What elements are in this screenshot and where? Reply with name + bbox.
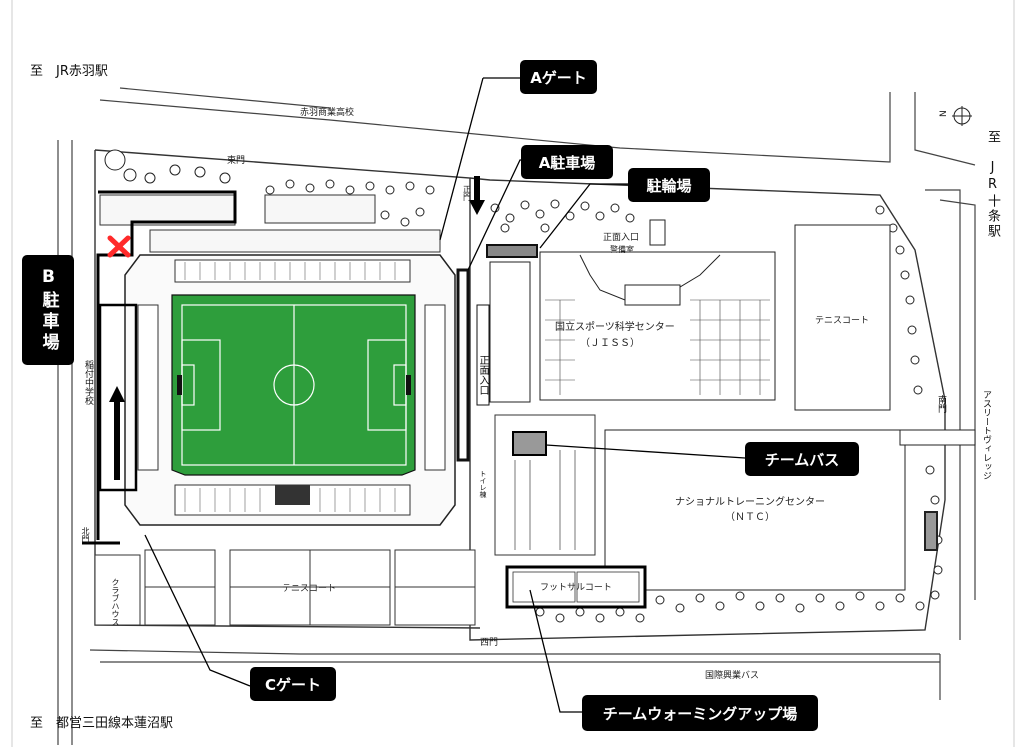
jiss-grid bbox=[545, 299, 770, 395]
jiss-abbr-label: （ＪＩＳＳ） bbox=[580, 337, 640, 349]
callout-a-parking: A駐車場 bbox=[521, 145, 613, 179]
jiss-name-label: 国立スポーツ科学センター bbox=[555, 320, 675, 333]
no-entry-mark bbox=[107, 235, 131, 258]
futsal-court bbox=[505, 565, 647, 609]
main-entrance-label: 正面入口 bbox=[477, 355, 488, 395]
team-bus-parking bbox=[494, 414, 596, 556]
callout-b-parking: B駐車場 bbox=[22, 255, 74, 365]
security-label: 警備室 bbox=[610, 244, 634, 254]
main-gate-label: 正門 bbox=[463, 185, 472, 202]
destination-right: 至 JR十条駅 bbox=[985, 130, 1000, 239]
callout-b-parking-text: B駐車場 bbox=[38, 266, 59, 354]
futsal-court-label: フットサルコート bbox=[540, 582, 612, 593]
north-facilities bbox=[99, 194, 441, 253]
north-gate-label: 北門 bbox=[81, 527, 90, 543]
main-gate-arrow bbox=[469, 176, 485, 215]
roads bbox=[57, 87, 976, 745]
soccer-pitch bbox=[171, 294, 416, 476]
bottom-tennis-courts bbox=[94, 549, 476, 626]
junior-high-label: 稲付中学校 bbox=[83, 360, 93, 405]
compass-label: N bbox=[939, 110, 949, 117]
callout-c-gate: Cゲート bbox=[250, 667, 336, 701]
ntc-name-label: ナショナルトレーニングセンター bbox=[675, 495, 825, 508]
tennis-court-right-label: テニスコート bbox=[815, 315, 869, 326]
callout-leaders bbox=[144, 77, 746, 713]
tennis-court-bottom-label: テニスコート bbox=[282, 583, 336, 594]
callout-warming-up: チームウォーミングアップ場 bbox=[582, 695, 818, 731]
b-parking-arrow bbox=[109, 386, 125, 480]
destination-top-left: 至 JR赤羽駅 bbox=[30, 64, 108, 79]
main-entrance-upper-label: 正面入口 bbox=[603, 232, 639, 243]
callout-a-gate: Aゲート bbox=[520, 60, 597, 94]
b-parking-route bbox=[82, 190, 237, 545]
athlete-village-label: アスリートヴィレッジ bbox=[981, 390, 991, 480]
destination-bottom-left: 至 都営三田線本蓮沼駅 bbox=[30, 716, 174, 731]
east-gate-label: 東門 bbox=[227, 154, 245, 166]
main-entrance-corridor bbox=[456, 244, 538, 462]
bus-stop-label: 国際興業バス bbox=[705, 669, 759, 681]
club-house-label: クラブハウス bbox=[111, 578, 120, 626]
school-north-label: 赤羽商業高校 bbox=[300, 106, 354, 118]
callout-team-bus: チームバス bbox=[745, 442, 859, 476]
compass-icon bbox=[952, 106, 972, 126]
toilet-label: トイレ棟 bbox=[479, 470, 487, 498]
callout-bicycle-parking: 駐輪場 bbox=[628, 168, 710, 202]
west-gate-label: 西門 bbox=[480, 637, 498, 648]
south-gate-label: 南門 bbox=[936, 395, 946, 413]
ntc-abbr-label: （ＮＴＣ） bbox=[725, 511, 775, 523]
trees bbox=[104, 149, 943, 623]
jiss-building bbox=[489, 219, 891, 411]
